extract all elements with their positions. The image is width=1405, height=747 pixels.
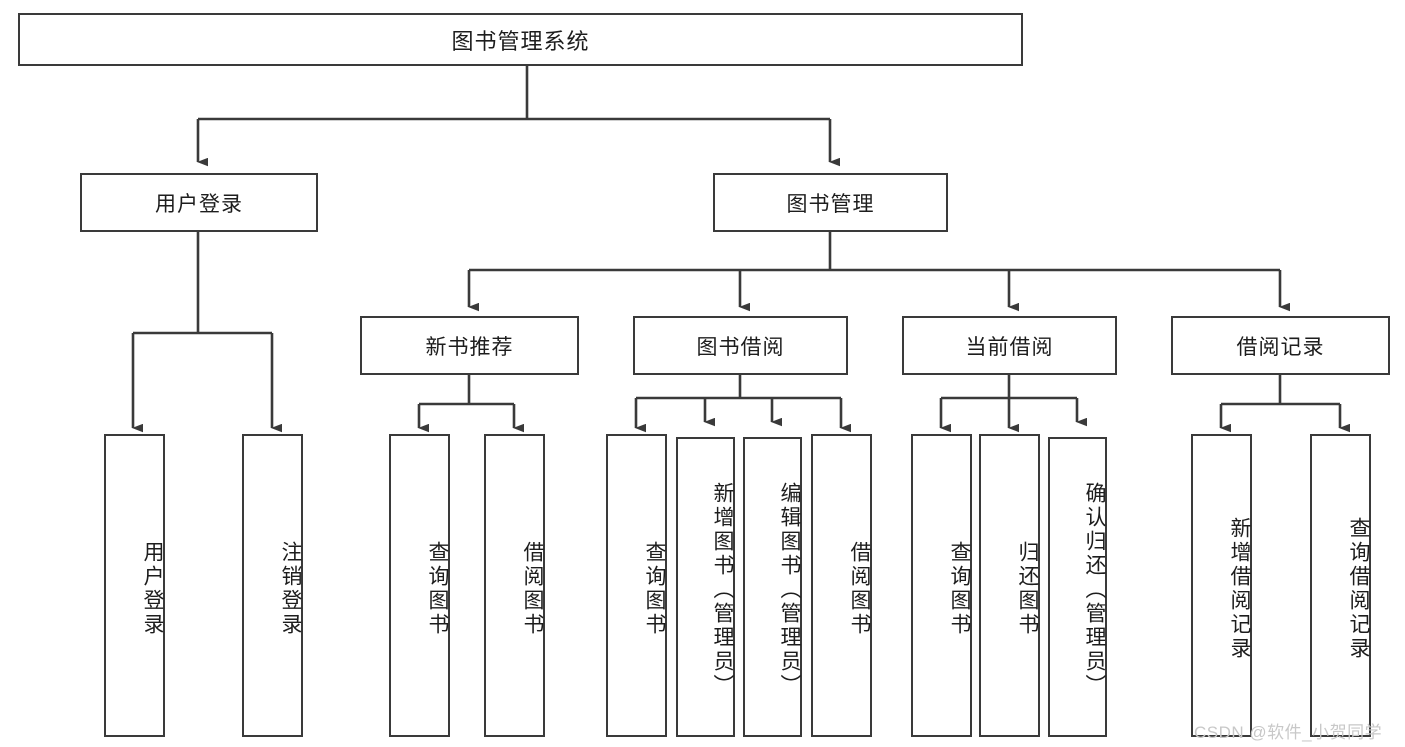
node-root-book-management-system[interactable]: 图书管理系统 (18, 13, 1023, 66)
node-label: 图书管理 (786, 192, 875, 216)
node-label: 借阅图书 (848, 540, 871, 637)
node-label: 新增图书（管理员） (711, 482, 734, 698)
node-label: 查询借阅记录 (1347, 516, 1370, 661)
node-user-login[interactable]: 用户登录 (80, 173, 318, 232)
node-current-borrow[interactable]: 当前借阅 (902, 316, 1117, 375)
node-label: 图书管理系统 (451, 28, 590, 54)
leaf-query-borrow-record[interactable]: 查询借阅记录 (1310, 434, 1371, 737)
leaf-edit-book-admin[interactable]: 编辑图书（管理员） (743, 437, 802, 737)
node-label: 注销登录 (279, 540, 302, 637)
node-label: 新书推荐 (425, 335, 514, 359)
leaf-confirm-return-admin[interactable]: 确认归还（管理员） (1048, 437, 1107, 737)
node-label: 编辑图书（管理员） (778, 482, 801, 698)
node-label: 查询图书 (643, 540, 666, 637)
node-new-book-recommend[interactable]: 新书推荐 (360, 316, 579, 375)
leaf-return-book[interactable]: 归还图书 (979, 434, 1040, 737)
leaf-logout-login[interactable]: 注销登录 (242, 434, 303, 737)
node-label: 借阅图书 (521, 540, 544, 637)
node-label: 用户登录 (155, 192, 243, 216)
node-label: 查询图书 (948, 540, 971, 637)
node-label: 新增借阅记录 (1228, 516, 1251, 661)
leaf-borrow-book-borrow[interactable]: 借阅图书 (811, 434, 872, 737)
node-borrow-record[interactable]: 借阅记录 (1171, 316, 1390, 375)
node-label: 图书借阅 (696, 335, 785, 359)
node-label: 用户登录 (141, 540, 164, 637)
leaf-user-login[interactable]: 用户登录 (104, 434, 165, 737)
node-label: 查询图书 (426, 540, 449, 637)
leaf-borrow-book-recommend[interactable]: 借阅图书 (484, 434, 545, 737)
csdn-watermark: CSDN @软件_小贺同学 (1194, 723, 1383, 742)
node-book-borrow[interactable]: 图书借阅 (633, 316, 848, 375)
node-label: 确认归还（管理员） (1083, 482, 1106, 698)
node-label: 当前借阅 (965, 335, 1054, 359)
leaf-query-book-recommend[interactable]: 查询图书 (389, 434, 450, 737)
leaf-query-book-borrow[interactable]: 查询图书 (606, 434, 667, 737)
leaf-add-book-admin[interactable]: 新增图书（管理员） (676, 437, 735, 737)
leaf-query-book-current[interactable]: 查询图书 (911, 434, 972, 737)
node-label: 归还图书 (1016, 540, 1039, 637)
node-book-management[interactable]: 图书管理 (713, 173, 948, 232)
leaf-add-borrow-record[interactable]: 新增借阅记录 (1191, 434, 1252, 737)
node-label: 借阅记录 (1236, 335, 1325, 359)
